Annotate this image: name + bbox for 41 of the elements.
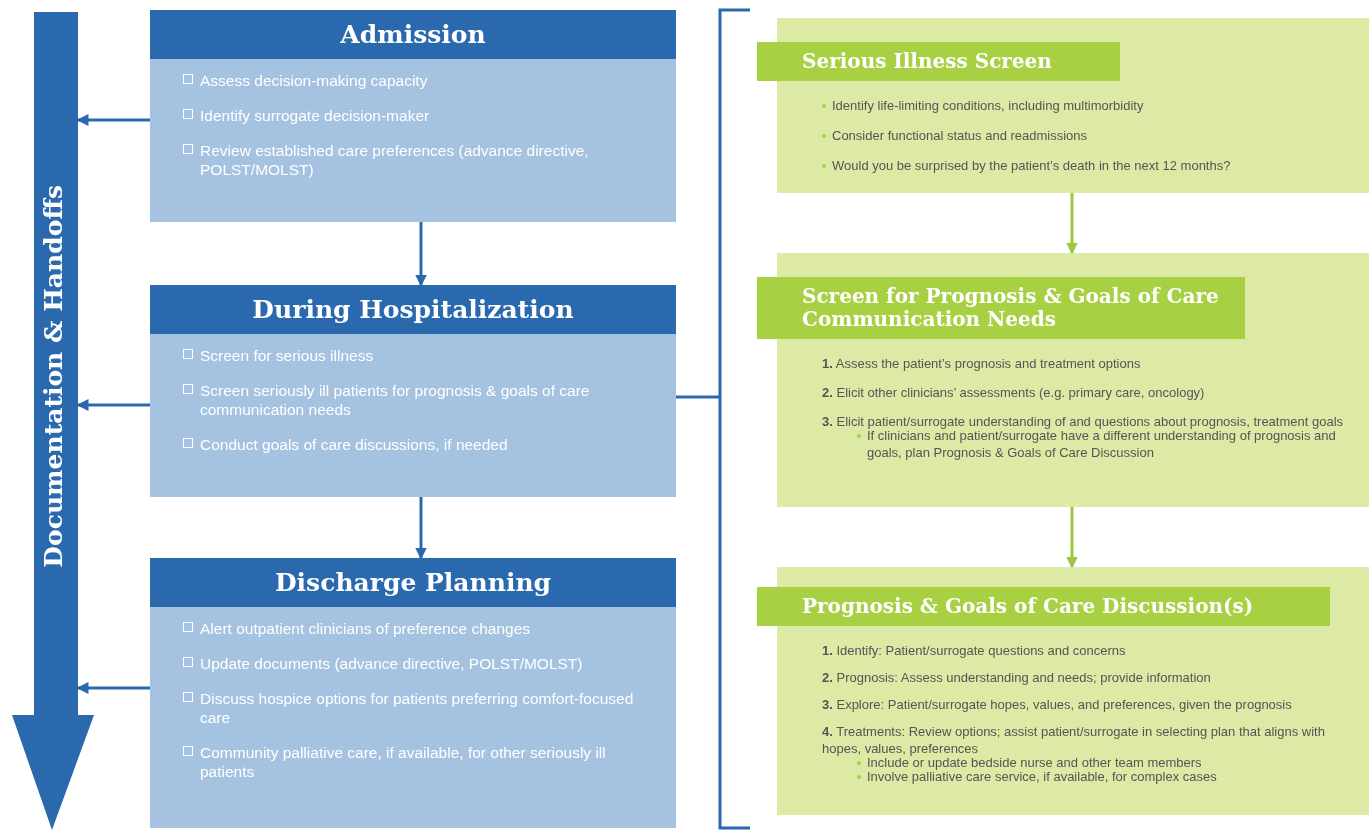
list-item-text: Include or update bedside nurse and other team members: [867, 755, 1202, 771]
list-item-text: Identify surrogate decision-maker: [200, 106, 430, 125]
card-panel: [150, 10, 676, 222]
section-heading: Discharge Planning: [150, 558, 676, 607]
section-heading: Admission: [150, 10, 676, 59]
section-heading: Screen for Prognosis & Goals of Care Communication Needs: [757, 277, 1245, 339]
list-item-text: Would you be surprised by the patient’s death in the next 12 months?: [832, 157, 1231, 174]
arrow: [1066, 507, 1078, 569]
section-heading: During Hospitalization: [150, 285, 676, 334]
list-item-text: 4. Treatments: Review options; assist patient/surrogate in selecting plan that aligns with hopes, values, preferences: [822, 723, 1326, 757]
list-item-text: 2. Elicit other clinicians’ assessments (e.g. primary care, oncology): [822, 384, 1205, 401]
card-panel: [757, 253, 1369, 507]
list-item-text: Review established care preferences (advance directive, POLST/MOLST): [200, 141, 590, 179]
arrow: [415, 497, 427, 560]
list-item-text: Identify life-limiting conditions, including multimorbidity: [832, 97, 1144, 114]
list-item-text: 3. Explore: Patient/surrogate hopes, values, and preferences, given the prognosis: [822, 696, 1292, 713]
arrow: [415, 222, 427, 287]
list-item-text: Update documents (advance directive, POLST/MOLST): [200, 654, 583, 673]
list-item-text: 2. Prognosis: Assess understanding and needs; provide information: [822, 669, 1211, 686]
arrow: [1066, 193, 1078, 255]
section-heading: Serious Illness Screen: [757, 42, 1120, 81]
card-panel: [150, 285, 676, 497]
list-item-text: Screen seriously ill patients for prognosis & goals of care communication needs: [200, 381, 591, 419]
card-panel: [757, 18, 1369, 193]
list-item-text: Involve palliative care service, if available, for complex cases: [867, 769, 1217, 785]
list-item-text: Consider functional status and readmissions: [832, 127, 1088, 144]
list-item-text: Assess decision-making capacity: [200, 71, 428, 90]
arrow-label: Documentation & Handoffs: [38, 184, 68, 568]
card-panel: [150, 558, 676, 828]
list-item-text: 1. Identify: Patient/surrogate questions and concerns: [822, 642, 1126, 659]
list-item-text: Discuss hospice options for patients preferring comfort-focused care: [200, 689, 635, 727]
list-item-text: Community palliative care, if available, for other seriously ill patients: [200, 743, 607, 781]
list-item-text: 3. Elicit patient/surrogate understanding of and questions about prognosis, treatment goals: [822, 413, 1344, 430]
list-item-text: Conduct goals of care discussions, if needed: [200, 435, 508, 454]
section-heading: Prognosis & Goals of Care Discussion(s): [757, 587, 1330, 626]
list-item-text: 1. Assess the patient’s prognosis and treatment options: [822, 355, 1141, 372]
list-item-text: Alert outpatient clinicians of preference changes: [200, 619, 530, 638]
big-arrow: [12, 12, 94, 830]
list-item-text: If clinicians and patient/surrogate have a different understanding of prognosis and goals, plan Prognosis & Goals of Care Discussion: [867, 428, 1336, 461]
list-item-text: Screen for serious illness: [200, 346, 374, 365]
card-panel: [757, 567, 1369, 815]
